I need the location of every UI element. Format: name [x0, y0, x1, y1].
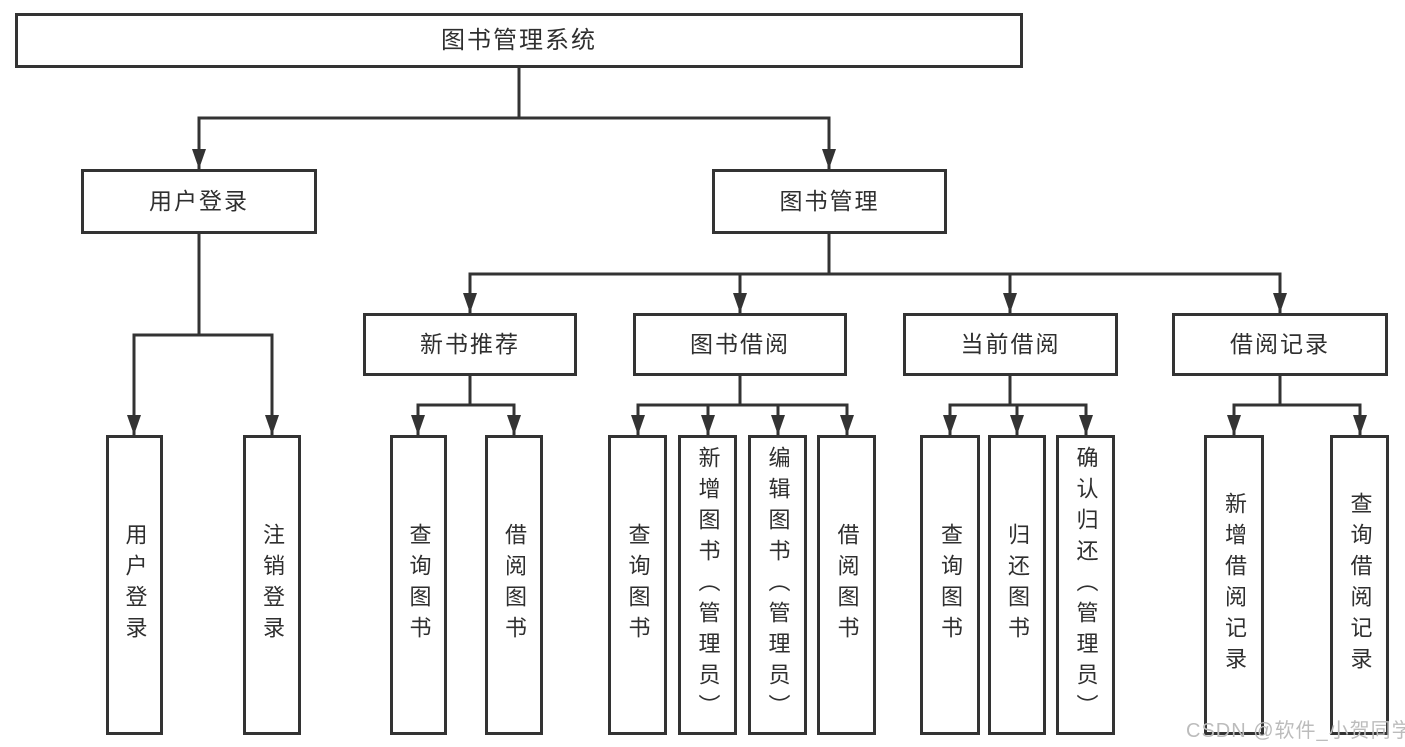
node-leaf-query-borrow-record: 查询借阅记录 [1330, 435, 1389, 735]
node-root: 图书管理系统 [15, 13, 1023, 68]
node-user-login: 用户登录 [81, 169, 317, 234]
node-leaf-logout: 注销登录 [243, 435, 301, 735]
node-book-borrow-label: 图书借阅 [690, 331, 790, 357]
node-current-borrow: 当前借阅 [903, 313, 1118, 376]
node-leaf-query-books-rec: 查询图书 [390, 435, 447, 735]
node-leaf-confirm-return-admin: 确认归还（管理员） [1056, 435, 1115, 735]
node-current-borrow-label: 当前借阅 [960, 331, 1061, 357]
node-leaf-query-books-current: 查询图书 [920, 435, 980, 735]
node-book-mgmt: 图书管理 [712, 169, 947, 234]
node-leaf-query-books-borrow: 查询图书 [608, 435, 667, 735]
node-new-book-rec-label: 新书推荐 [420, 331, 520, 357]
node-root-label: 图书管理系统 [441, 26, 597, 54]
node-book-mgmt-label: 图书管理 [779, 188, 880, 214]
node-leaf-user-login: 用户登录 [106, 435, 163, 735]
connector-group [127, 67, 1367, 435]
node-leaf-add-book-admin: 新增图书（管理员） [678, 435, 737, 735]
node-user-login-label: 用户登录 [149, 188, 249, 214]
node-book-borrow: 图书借阅 [633, 313, 847, 376]
node-leaf-borrow-books-rec: 借阅图书 [485, 435, 543, 735]
node-leaf-borrow-books: 借阅图书 [817, 435, 876, 735]
node-borrow-records: 借阅记录 [1172, 313, 1388, 376]
watermark: CSDN @软件_小贺同学 [1186, 720, 1405, 742]
node-borrow-records-label: 借阅记录 [1230, 331, 1330, 357]
node-leaf-edit-book-admin: 编辑图书（管理员） [748, 435, 807, 735]
node-new-book-rec: 新书推荐 [363, 313, 577, 376]
node-leaf-add-borrow-record: 新增借阅记录 [1204, 435, 1264, 735]
node-leaf-return-book: 归还图书 [988, 435, 1046, 735]
